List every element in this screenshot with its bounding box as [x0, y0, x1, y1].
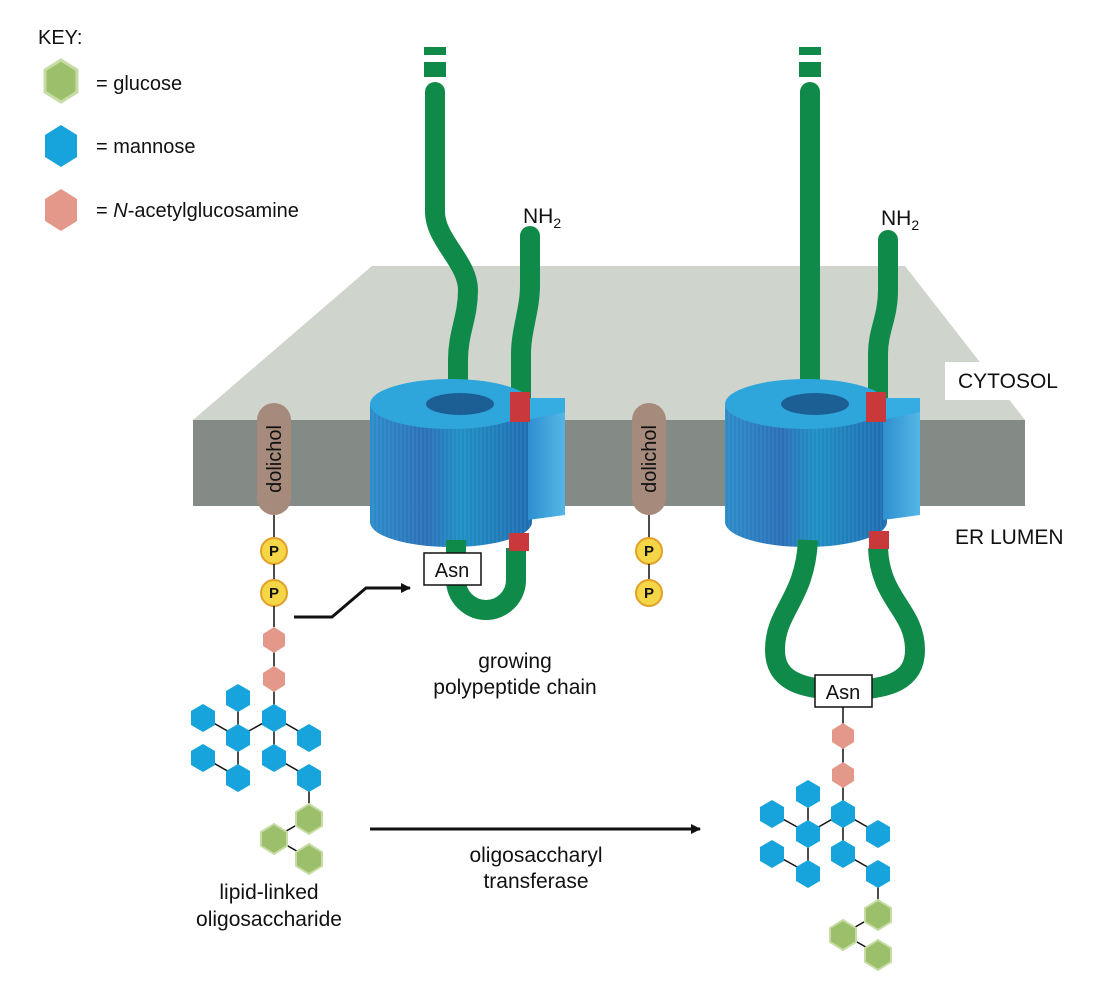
left-glucose-1 [295, 802, 323, 836]
left-nacetylglucosamine-2 [263, 666, 285, 692]
left-red-signal-lumen [509, 533, 529, 551]
left-mannose-2 [226, 724, 250, 752]
right-mannose-4 [760, 800, 784, 828]
right-mannose-3 [796, 780, 820, 808]
left-phosphate-2-label: P [269, 585, 279, 602]
left-mannose-4 [191, 704, 215, 732]
transfer-arrow [294, 583, 411, 619]
left-mannose-3 [226, 684, 250, 712]
right-chain-lumen-loop [764, 539, 926, 701]
svg-text:dolichol: dolichol [639, 425, 661, 493]
transferase-label-line1: oligosaccharyl [469, 844, 602, 867]
right-glucose-3 [864, 938, 892, 972]
er-lumen-label: ER LUMEN [955, 526, 1064, 549]
growing-chain-label-line1: growing [478, 650, 552, 673]
left-nh2-label: NH2 [523, 205, 561, 231]
left-mannose-6 [191, 744, 215, 772]
right-translocon [725, 379, 920, 547]
right-oligosaccharide-tree [760, 707, 892, 972]
transferase-label-line2: transferase [483, 870, 588, 893]
right-glucose-1 [864, 898, 892, 932]
left-oligosaccharide-tree [191, 627, 323, 876]
right-mannose-7 [866, 820, 890, 848]
chain-break-mid-left [424, 62, 446, 77]
key-nacetylglucosamine-label: = N-acetylglucosamine [96, 200, 299, 222]
cytosol-label-bg [945, 362, 1065, 400]
right-polypeptide-chain [800, 82, 898, 430]
growing-chain-label-line2: polypeptide chain [433, 676, 596, 699]
left-translocon [370, 379, 565, 547]
left-nacetylglucosamine-1 [263, 627, 285, 653]
left-asn-box [423, 552, 482, 586]
mannose-key-hexagon [45, 125, 77, 167]
right-asn-label: Asn [826, 682, 860, 704]
glucose-key-hexagon [43, 58, 79, 104]
left-mannose-9 [297, 764, 321, 792]
right-nacetylglucosamine-2 [832, 762, 854, 788]
right-asn-box [814, 674, 873, 708]
middle-phosphate-1-label: P [644, 543, 654, 560]
middle-dolichol: dolichol [632, 403, 666, 515]
right-red-signal-lumen [869, 531, 889, 549]
left-mannose-8 [262, 744, 286, 772]
chain-break-mid-right [799, 62, 821, 77]
right-mannose-2 [796, 820, 820, 848]
left-dolichol: dolichol [257, 403, 291, 515]
key-title: KEY: [38, 27, 82, 49]
lipid-linked-label-line2: oligosaccharide [196, 908, 342, 931]
left-glucose-3 [295, 842, 323, 876]
key-legend: KEY: = glucose = mannose = N-acetylgluco… [38, 27, 299, 231]
left-asn-label: Asn [435, 560, 469, 582]
key-mannose-label: = mannose [96, 136, 196, 158]
right-nh2-label: NH2 [881, 207, 919, 233]
right-mannose-1 [831, 800, 855, 828]
key-glucose-label: = glucose [96, 73, 182, 95]
left-chain-lumen-side [446, 540, 526, 620]
left-polypeptide-chain [425, 82, 540, 430]
left-mannose-1 [262, 704, 286, 732]
nacetylglucosamine-key-hexagon [45, 189, 77, 231]
lipid-linked-label-line1: lipid-linked [219, 881, 318, 904]
right-mannose-9 [866, 860, 890, 888]
right-mannose-8 [831, 840, 855, 868]
chain-break-top-left [424, 47, 446, 55]
cytosol-label: CYTOSOL [958, 370, 1058, 393]
right-nacetylglucosamine-1 [832, 723, 854, 749]
membrane-top-surface [193, 266, 1025, 420]
right-glucose-2 [829, 918, 857, 952]
right-mannose-6 [760, 840, 784, 868]
left-glucose-2 [260, 822, 288, 856]
left-mannose-5 [226, 764, 250, 792]
middle-phosphate-2 [635, 579, 663, 607]
chain-break-top-right [799, 47, 821, 55]
left-phosphate-1-label: P [269, 543, 279, 560]
left-mannose-7 [297, 724, 321, 752]
svg-text:dolichol: dolichol [264, 425, 286, 493]
middle-phosphate-2-label: P [644, 585, 654, 602]
right-mannose-5 [796, 860, 820, 888]
